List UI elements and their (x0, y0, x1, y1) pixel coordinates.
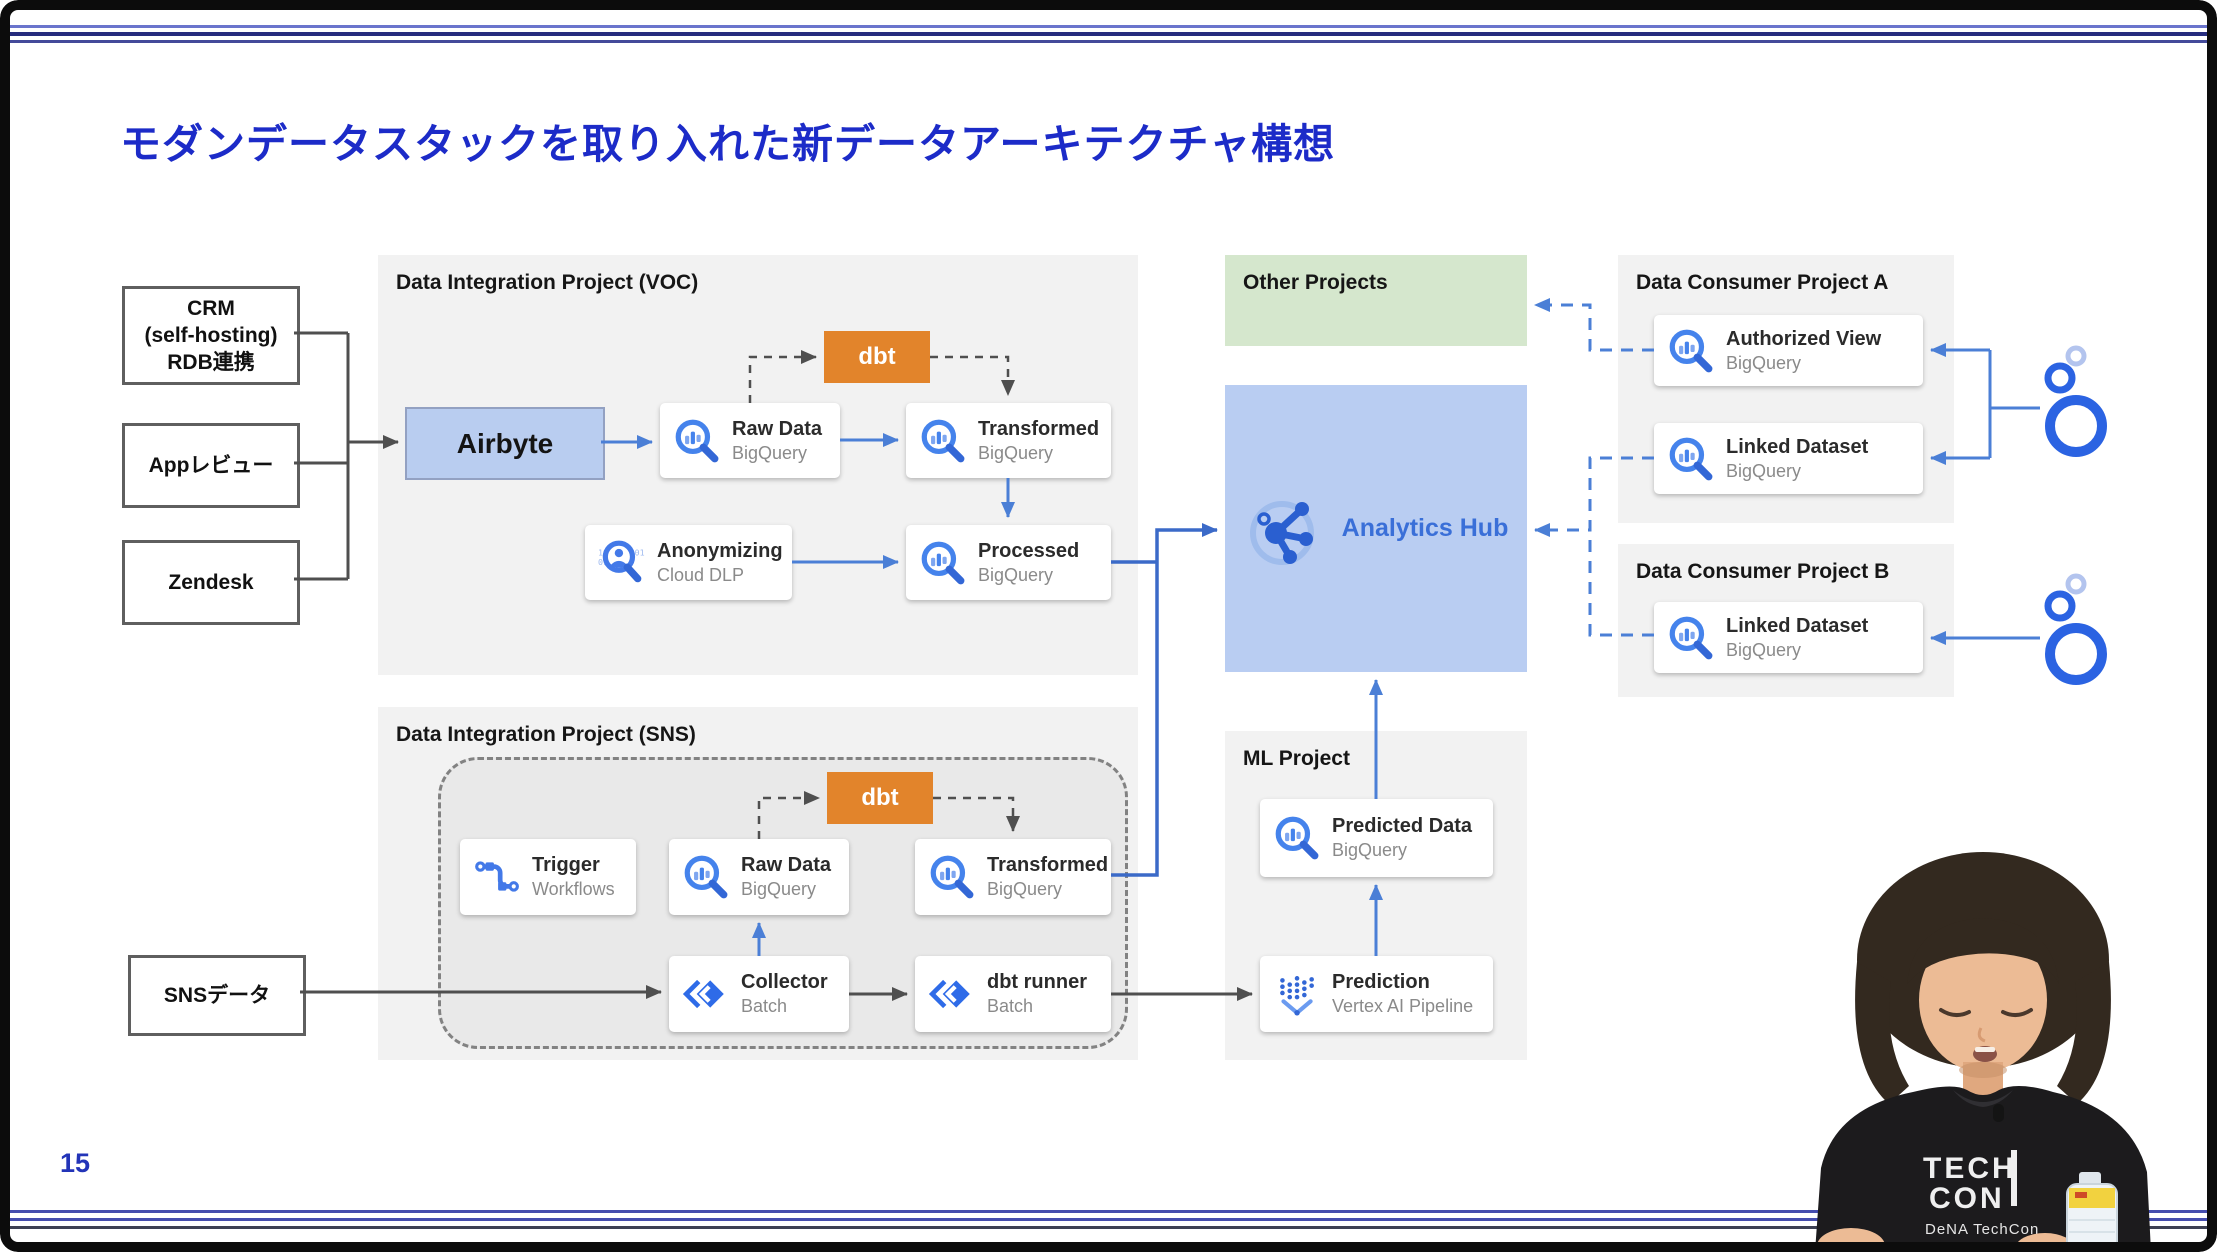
node-title: Predicted Data (1332, 815, 1473, 838)
panel-consumer-a-header: Data Consumer Project A (1636, 271, 1889, 294)
analytics-hub-label: Analytics Hub (1341, 514, 1509, 542)
source-zendesk: Zendesk (122, 540, 300, 625)
node-title: Raw Data (741, 854, 832, 877)
presenter-eye (2001, 1008, 2033, 1017)
svg-text:01: 01 (598, 557, 608, 567)
workflows-icon (475, 861, 519, 892)
presenter-eye (1939, 1008, 1971, 1017)
node-title: Collector (741, 971, 828, 994)
shirt-logo: TECH CON DeNA TechCon (1923, 1150, 2039, 1238)
presenter-face (1919, 928, 2047, 1072)
node-title: Authorized View (1726, 327, 1882, 350)
panel-ml-header: ML Project (1243, 747, 1350, 770)
looker-icon (2044, 573, 2107, 685)
node-subtitle: BigQuery (741, 879, 817, 900)
page-number: 15 (60, 1148, 91, 1178)
node-subtitle: BigQuery (1332, 840, 1408, 861)
bigquery-icon (921, 419, 965, 462)
node-subtitle: Batch (741, 996, 788, 1017)
cloud-dlp-icon: 10 01 01 (598, 540, 645, 582)
svg-text:CON: CON (1929, 1182, 2005, 1215)
dbt-box-sns: dbt (827, 772, 933, 824)
slide-title: モダンデータスタックを取り入れた新データアーキテクチャ構想 (120, 121, 1336, 167)
bigquery-icon (930, 855, 974, 899)
svg-text:DeNA TechCon: DeNA TechCon (1925, 1221, 2039, 1238)
node-subtitle: BigQuery (978, 442, 1054, 463)
node-title: Linked Dataset (1726, 614, 1869, 637)
panel-voc-header: Data Integration Project (VOC) (396, 271, 699, 294)
looker-icon (2044, 345, 2107, 457)
bottom-border-stripes (0, 1210, 2217, 1229)
node-subtitle: Cloud DLP (657, 564, 745, 585)
node-subtitle: BigQuery (1726, 352, 1802, 373)
node-title: Prediction (1332, 971, 1430, 994)
airbyte-box: Airbyte (405, 407, 605, 480)
bigquery-icon (684, 855, 728, 899)
bigquery-icon (1669, 616, 1713, 659)
node-title: Transformed (978, 417, 1100, 440)
node-subtitle: Workflows (532, 879, 615, 900)
node-title: Trigger (532, 854, 600, 877)
node-subtitle: Vertex AI Pipeline (1332, 996, 1474, 1017)
water-bottle (2066, 1172, 2118, 1252)
node-title: Linked Dataset (1726, 435, 1869, 458)
node-title: Transformed (987, 854, 1109, 877)
svg-text:10: 10 (598, 547, 608, 557)
other-projects-header: Other Projects (1243, 271, 1388, 294)
bigquery-icon (1669, 437, 1713, 480)
analytics-hub-icon (1249, 500, 1314, 565)
node-title: Anonymizing (657, 539, 783, 562)
panel-consumer-b-header: Data Consumer Project B (1636, 560, 1890, 583)
node-title: Processed (978, 539, 1080, 562)
node-subtitle: BigQuery (732, 442, 808, 463)
panel-sns-header: Data Integration Project (SNS) (396, 723, 696, 746)
lavalier-mic (1993, 1104, 2004, 1122)
node-title: dbt runner (987, 971, 1087, 994)
source-crm: CRM (self-hosting) RDB連携 (122, 286, 300, 385)
source-sns-data: SNSデータ (128, 955, 306, 1036)
vertex-ai-icon (1280, 976, 1314, 1016)
node-subtitle: BigQuery (1726, 639, 1802, 660)
node-title: Raw Data (732, 417, 823, 440)
dbt-box-voc: dbt (824, 331, 930, 383)
other-projects-box: Other Projects (1225, 255, 1527, 346)
svg-text:01: 01 (635, 547, 645, 557)
analytics-hub-box: Analytics Hub (1225, 385, 1527, 672)
batch-icon (928, 979, 970, 1009)
bigquery-icon (1275, 816, 1319, 860)
top-border-stripes (0, 25, 2217, 43)
batch-icon (682, 979, 724, 1009)
bigquery-icon (1669, 329, 1713, 372)
source-app-review: Appレビュー (122, 423, 300, 508)
bigquery-icon (921, 541, 965, 584)
presenter-figure: TECH CON DeNA TechCon (1815, 852, 2151, 1252)
svg-text:TECH: TECH (1923, 1152, 2017, 1185)
node-subtitle: Batch (987, 996, 1034, 1017)
bigquery-icon (675, 419, 719, 462)
node-subtitle: BigQuery (1726, 460, 1802, 481)
node-subtitle: BigQuery (987, 879, 1063, 900)
node-subtitle: BigQuery (978, 564, 1054, 585)
